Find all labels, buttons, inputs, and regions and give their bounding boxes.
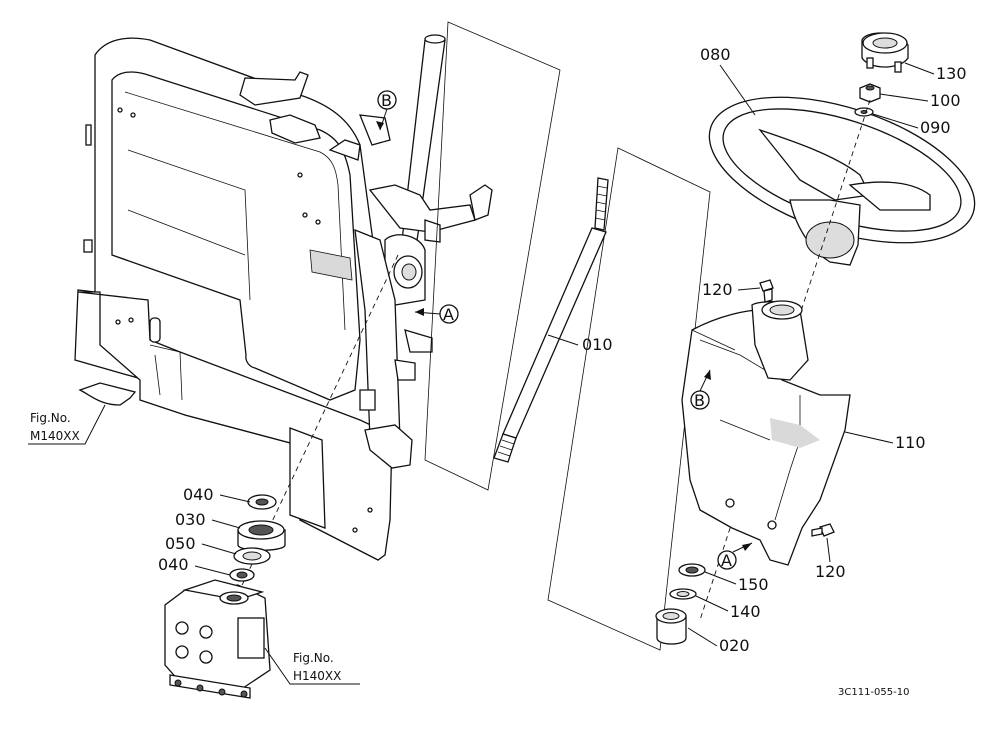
group-box-column [424, 21, 561, 491]
ring-150 [678, 563, 706, 577]
svg-text:120: 120 [702, 280, 733, 299]
svg-text:090: 090 [920, 118, 951, 137]
fig-ref-code: H140XX [293, 669, 341, 683]
fig-ref-m140xx: Fig.No. M140XX [28, 404, 106, 445]
label-030: 030 [175, 510, 241, 529]
washer-140 [669, 588, 697, 600]
ref-label: A [443, 305, 454, 324]
ref-marker-a-right: A [717, 542, 753, 570]
label-010: 010 [547, 334, 613, 354]
dash-panel-frame [74, 34, 493, 561]
ref-label: B [381, 91, 392, 110]
svg-text:010: 010 [582, 335, 613, 354]
svg-text:100: 100 [930, 91, 961, 110]
label-140: 140 [695, 595, 761, 621]
label-120-top: 120 [702, 280, 761, 299]
svg-text:080: 080 [700, 45, 731, 64]
svg-text:110: 110 [895, 433, 926, 452]
seal-040-bottom [229, 568, 255, 582]
ref-label: B [694, 391, 705, 410]
label-090: 090 [872, 113, 951, 137]
fig-ref-code: M140XX [30, 429, 80, 443]
label-040-top: 040 [183, 485, 251, 504]
column-cover-110 [681, 300, 851, 566]
label-050: 050 [165, 534, 237, 555]
ref-marker-a-left: A [414, 304, 459, 324]
ref-label: A [721, 551, 732, 570]
bushing-020 [655, 608, 687, 645]
bolt-120-side [811, 523, 835, 537]
label-150: 150 [704, 571, 769, 594]
svg-text:040: 040 [158, 555, 189, 574]
fig-ref-h140xx: Fig.No. H140XX [264, 647, 360, 685]
svg-text:050: 050 [165, 534, 196, 553]
svg-text:130: 130 [936, 64, 967, 83]
bearing-030 [237, 520, 286, 551]
steering-pump-unit [164, 579, 271, 699]
label-100: 100 [879, 91, 961, 110]
washer-090 [854, 107, 874, 117]
label-040-bottom: 040 [158, 555, 231, 576]
bolt-120-top [759, 279, 774, 303]
seal-040-top [247, 494, 277, 510]
drawing-code: 3C111-055-10 [838, 687, 909, 698]
fig-ref-title: Fig.No. [30, 411, 71, 425]
wheel-cap-130 [861, 32, 909, 73]
svg-text:020: 020 [719, 636, 750, 655]
nut-100 [859, 83, 881, 103]
ref-marker-b-left: B [376, 90, 397, 131]
label-120-side: 120 [815, 537, 846, 581]
label-130: 130 [904, 62, 967, 83]
fig-ref-title: Fig.No. [293, 651, 334, 665]
label-020: 020 [687, 627, 750, 655]
label-080: 080 [700, 45, 756, 116]
label-110: 110 [844, 431, 926, 452]
ring-050 [233, 547, 271, 565]
group-box-shaft [547, 147, 711, 651]
ref-marker-b-right: B [690, 369, 711, 410]
steering-shaft-010 [493, 177, 609, 463]
steering-wheel-080 [708, 96, 976, 266]
svg-text:140: 140 [730, 602, 761, 621]
svg-text:150: 150 [738, 575, 769, 594]
svg-text:120: 120 [815, 562, 846, 581]
svg-text:030: 030 [175, 510, 206, 529]
svg-text:040: 040 [183, 485, 214, 504]
